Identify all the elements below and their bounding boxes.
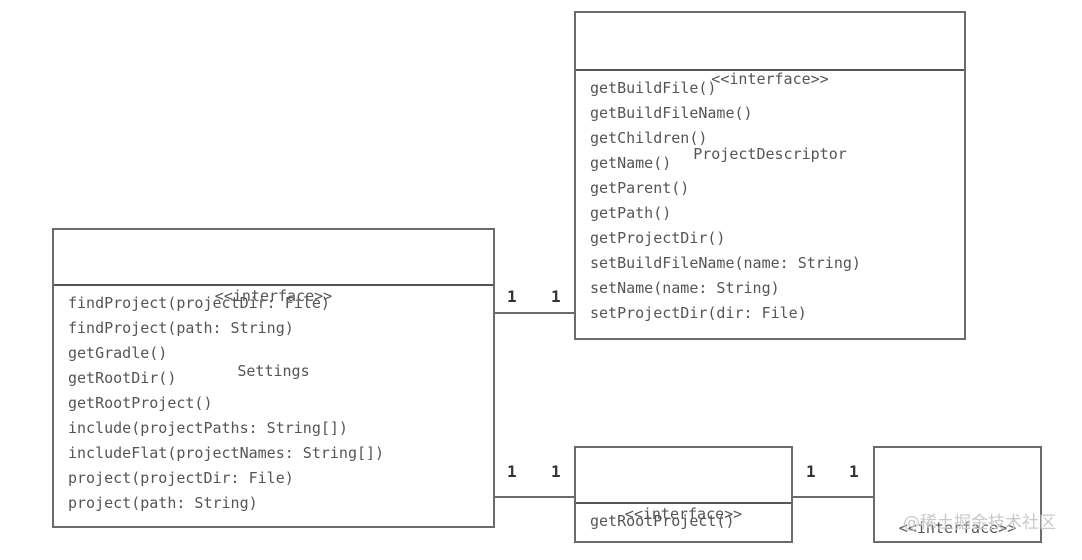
class-member: include(projectPaths: String[]): [68, 419, 348, 437]
class-box-gradle[interactable]: <<interface>> Gradle getRootProject(): [574, 446, 793, 543]
class-members-gradle: getRootProject(): [576, 504, 791, 539]
class-member: setName(name: String): [590, 279, 780, 297]
class-header-gradle: <<interface>> Gradle: [576, 448, 791, 523]
class-header-project-descriptor: <<interface>> ProjectDescriptor: [576, 13, 964, 163]
class-member: getParent(): [590, 179, 690, 197]
class-header-settings: <<interface>> Settings: [54, 230, 493, 380]
class-member: findProject(path: String): [68, 319, 294, 337]
class-member: getChildren(): [590, 129, 708, 147]
class-member: setProjectDir(dir: File): [590, 304, 807, 322]
class-member: getPath(): [590, 204, 672, 222]
class-member: getProjectDir(): [590, 229, 726, 247]
class-member: getRootDir(): [68, 369, 177, 387]
class-member: getRootProject(): [68, 394, 213, 412]
class-box-project-descriptor[interactable]: <<interface>> ProjectDescriptor getBuild…: [574, 11, 966, 340]
class-box-project[interactable]: <<interface>> Project: [873, 446, 1042, 543]
class-member: findProject(projectDir: File): [68, 294, 330, 312]
class-members-settings: findProject(projectDir: File) findProjec…: [54, 286, 493, 521]
stereotype-label: <<interface>>: [624, 505, 743, 523]
class-member: project(projectDir: File): [68, 469, 294, 487]
class-members-project-descriptor: getBuildFile() getBuildFileName() getChi…: [576, 71, 964, 331]
multiplicity-settings-projectdescriptor-target: 1: [551, 287, 561, 306]
class-name-label: Settings: [237, 362, 310, 380]
stereotype-label: <<interface>>: [898, 519, 1017, 537]
multiplicity-settings-gradle-source: 1: [507, 462, 517, 481]
class-member: includeFlat(projectNames: String[]): [68, 444, 385, 462]
stereotype-label: <<interface>>: [711, 70, 829, 88]
class-member: getRootProject(): [590, 512, 735, 530]
class-member: getBuildFileName(): [590, 104, 753, 122]
association-settings-gradle: [494, 496, 576, 498]
multiplicity-settings-projectdescriptor-source: 1: [507, 287, 517, 306]
association-gradle-project: [791, 496, 875, 498]
class-box-settings[interactable]: <<interface>> Settings findProject(proje…: [52, 228, 495, 528]
stereotype-label: <<interface>>: [214, 287, 333, 305]
multiplicity-gradle-project-source: 1: [806, 462, 816, 481]
multiplicity-settings-gradle-target: 1: [551, 462, 561, 481]
class-name-label: ProjectDescriptor: [693, 145, 847, 163]
class-header-project: <<interface>> Project: [875, 448, 1040, 541]
class-member: getName(): [590, 154, 672, 172]
class-member: getBuildFile(): [590, 79, 717, 97]
association-settings-projectdescriptor: [494, 312, 576, 314]
class-member: project(path: String): [68, 494, 258, 512]
class-member: setBuildFileName(name: String): [590, 254, 861, 272]
multiplicity-gradle-project-target: 1: [849, 462, 859, 481]
class-member: getGradle(): [68, 344, 168, 362]
